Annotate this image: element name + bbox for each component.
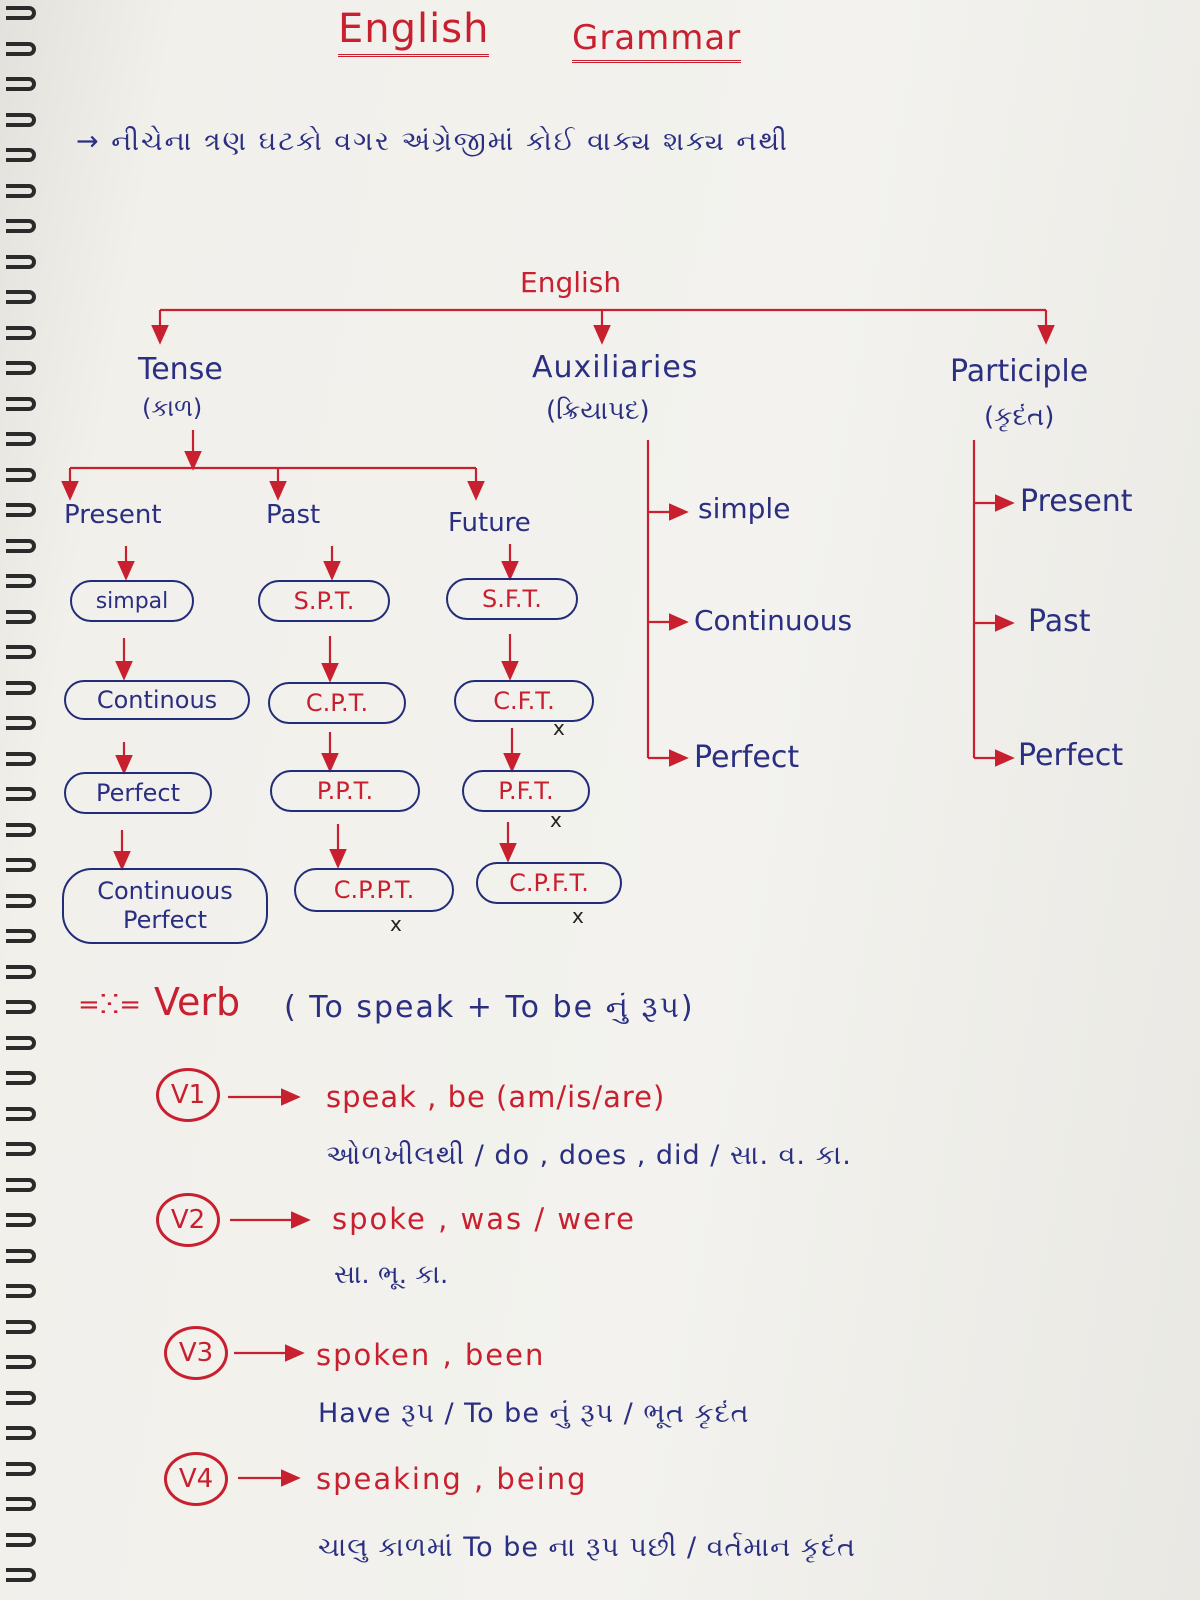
spiral-ring bbox=[6, 1177, 36, 1192]
spiral-ring bbox=[6, 1142, 36, 1156]
spiral-ring bbox=[6, 467, 36, 482]
spiral-ring bbox=[6, 574, 36, 588]
spiral-ring bbox=[6, 680, 36, 695]
verb-form-line2: Have રૂપ / To be નું રૂપ / ભૂત કૃદંત bbox=[318, 1398, 750, 1429]
title-english: English bbox=[338, 6, 490, 57]
participle-item-present: Present bbox=[1020, 484, 1133, 519]
verb-form-line2: સા. ભૂ. કા. bbox=[334, 1260, 449, 1290]
spiral-ring bbox=[6, 183, 36, 198]
spiral-ring bbox=[6, 290, 36, 304]
verb-form-line1: spoken , been bbox=[316, 1338, 546, 1372]
tense-pill-past-perfect: P.P.T. bbox=[270, 770, 420, 812]
spiral-ring bbox=[6, 1284, 36, 1298]
tense-pill-future-simple: S.F.T. bbox=[446, 578, 578, 620]
cross-mark: x bbox=[550, 808, 562, 832]
tense-pill-present-perfect: Perfect bbox=[64, 772, 212, 814]
spiral-ring bbox=[6, 77, 36, 91]
verb-heading-note: ( To speak + To be નું રૂપ) bbox=[284, 990, 695, 1025]
spiral-ring bbox=[6, 1497, 36, 1511]
spiral-ring bbox=[6, 1390, 36, 1405]
participle-item-past: Past bbox=[1028, 604, 1091, 639]
spiral-ring bbox=[6, 219, 36, 233]
verb-form-line2: ઓળખીલથી / do , does , did / સા. વ. કા. bbox=[326, 1140, 852, 1171]
tense-pill-future-continuous-perfect: C.P.F.T. bbox=[476, 862, 622, 904]
spiral-ring bbox=[6, 538, 36, 553]
spiral-ring bbox=[6, 893, 36, 908]
spiral-ring bbox=[6, 325, 36, 340]
spiral-ring bbox=[6, 1355, 36, 1369]
cross-mark: x bbox=[572, 904, 584, 928]
verb-form-line1: speak , be (am/is/are) bbox=[326, 1080, 666, 1114]
cross-mark: x bbox=[553, 716, 565, 740]
tense-pill-past-simple: S.P.T. bbox=[258, 580, 390, 622]
column-heading-past: Past bbox=[266, 500, 321, 530]
spiral-ring bbox=[6, 858, 36, 872]
spiral-ring bbox=[6, 112, 36, 127]
auxiliaries-label: Auxiliaries bbox=[532, 350, 699, 385]
spiral-ring bbox=[6, 361, 36, 375]
spiral-ring bbox=[6, 6, 36, 20]
title-grammar: Grammar bbox=[572, 18, 742, 63]
tense-label: Tense bbox=[138, 352, 223, 387]
verb-form-tag: V1 bbox=[156, 1068, 220, 1122]
spiral-ring bbox=[6, 1071, 36, 1085]
column-heading-future: Future bbox=[448, 508, 531, 538]
aux-item-perfect: Perfect bbox=[694, 740, 800, 775]
column-heading-present: Present bbox=[64, 500, 162, 530]
spiral-ring bbox=[6, 1426, 36, 1440]
verb-form-line2: ચાલુ કાળમાં To be ના રૂપ પછી / વર્તમાન ક… bbox=[318, 1532, 856, 1563]
spiral-ring bbox=[6, 609, 36, 624]
spiral-ring bbox=[6, 432, 36, 446]
spiral-ring bbox=[6, 1248, 36, 1263]
spiral-binding bbox=[0, 0, 60, 1600]
verb-form-tag: V2 bbox=[156, 1193, 220, 1247]
spiral-ring bbox=[6, 716, 36, 730]
spiral-ring bbox=[6, 645, 36, 659]
spiral-ring bbox=[6, 751, 36, 766]
tense-pill-past-continuous-perfect: C.P.P.T. bbox=[294, 868, 454, 912]
verb-form-line1: speaking , being bbox=[316, 1462, 588, 1496]
verb-heading: Verb bbox=[154, 980, 241, 1024]
verb-bullet-icon: =ⵘ= bbox=[78, 990, 142, 1020]
participle-sub: (કૃદંત) bbox=[984, 402, 1055, 432]
spiral-ring bbox=[6, 148, 36, 162]
tree-root: English bbox=[520, 266, 622, 299]
participle-label: Participle bbox=[950, 354, 1089, 389]
spiral-ring bbox=[6, 254, 36, 269]
tense-pill-past-continuous: C.P.T. bbox=[268, 682, 406, 724]
verb-form-tag: V3 bbox=[164, 1326, 228, 1380]
spiral-ring bbox=[6, 787, 36, 801]
spiral-ring bbox=[6, 964, 36, 979]
spiral-ring bbox=[6, 1213, 36, 1227]
tense-pill-future-perfect: P.F.T. bbox=[462, 770, 590, 812]
intro-line: → નીચેના ત્રણ ઘટકો વગર અંગ્રેજીમાં કોઈ વ… bbox=[76, 126, 789, 157]
spiral-ring bbox=[6, 1000, 36, 1014]
spiral-ring bbox=[6, 1106, 36, 1121]
spiral-ring bbox=[6, 396, 36, 411]
cross-mark: x bbox=[390, 912, 402, 936]
aux-item-continuous: Continuous bbox=[694, 604, 853, 637]
spiral-ring bbox=[6, 1319, 36, 1334]
spiral-ring bbox=[6, 41, 36, 56]
verb-form-tag: V4 bbox=[164, 1452, 228, 1506]
spiral-ring bbox=[6, 1532, 36, 1547]
spiral-ring bbox=[6, 1461, 36, 1476]
tense-pill-present-simple: simpal bbox=[70, 580, 194, 622]
spiral-ring bbox=[6, 1568, 36, 1582]
spiral-ring bbox=[6, 929, 36, 943]
tense-sub: (કાળ) bbox=[142, 394, 203, 422]
auxiliaries-sub: (ક્રિયાપદ) bbox=[546, 396, 650, 426]
verb-form-line1: spoke , was / were bbox=[332, 1202, 637, 1236]
tense-pill-present-continuous: Continous bbox=[64, 680, 250, 720]
tense-pill-present-continuous-perfect: Continuous Perfect bbox=[62, 868, 268, 944]
tense-pill-future-continuous: C.F.T. bbox=[454, 680, 594, 722]
spiral-ring bbox=[6, 1035, 36, 1050]
spiral-ring bbox=[6, 822, 36, 837]
participle-item-perfect: Perfect bbox=[1018, 738, 1124, 773]
aux-item-simple: simple bbox=[698, 492, 791, 525]
spiral-ring bbox=[6, 503, 36, 517]
